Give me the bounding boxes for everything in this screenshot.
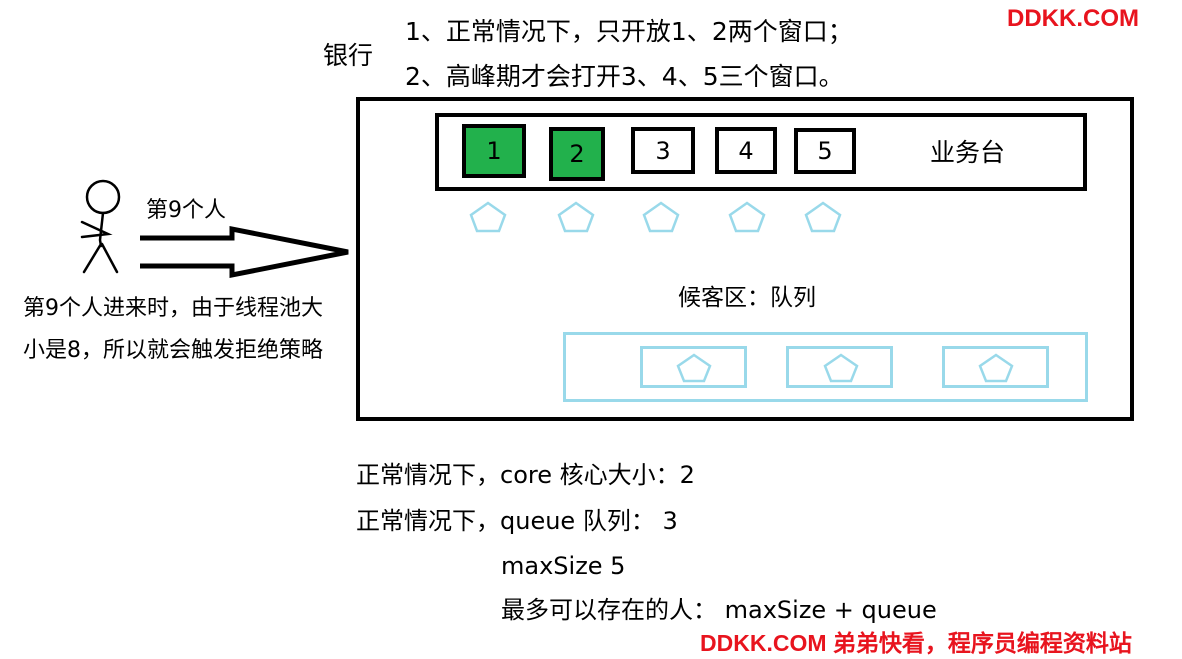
pentagon-icon	[642, 201, 680, 233]
note-core: 正常情况下，core 核心大小：2	[356, 461, 695, 489]
watermark-bottom: DDKK.COM 弟弟快看，程序员编程资料站	[700, 630, 1132, 656]
note-total: 最多可以存在的人： maxSize + queue	[501, 596, 937, 624]
rule-line-2: 2、高峰期才会打开3、4、5三个窗口。	[405, 62, 844, 91]
queue-slot-2	[786, 346, 893, 388]
service-window-5: 5	[794, 128, 856, 174]
counter-label: 业务台	[930, 138, 1006, 167]
note-max: maxSize 5	[501, 552, 626, 580]
service-window-1: 1	[462, 124, 526, 178]
waiting-area-label: 候客区：队列	[678, 285, 816, 311]
bank-label: 银行	[323, 41, 374, 70]
pentagon-icon	[978, 353, 1014, 383]
queue-slot-1	[640, 346, 747, 388]
service-window-2: 2	[549, 127, 605, 181]
pentagon-icon	[676, 353, 712, 383]
person-note-line-2: 小是8，所以就会触发拒绝策略	[23, 338, 323, 363]
pentagon-icon	[823, 353, 859, 383]
service-window-4: 4	[715, 127, 777, 174]
pentagon-icon	[469, 201, 507, 233]
pentagon-icon	[728, 201, 766, 233]
note-queue: 正常情况下，queue 队列： 3	[356, 507, 678, 535]
bank-box	[356, 97, 1134, 421]
person-icon	[80, 179, 121, 274]
queue-box	[563, 332, 1088, 402]
person-note-line-1: 第9个人进来时，由于线程池大	[23, 296, 323, 321]
rule-line-1: 1、正常情况下，只开放1、2两个窗口；	[405, 17, 853, 46]
watermark-top: DDKK.COM	[1007, 5, 1139, 32]
arrow-label: 第9个人	[146, 198, 226, 223]
service-window-3: 3	[631, 127, 695, 174]
pentagon-icon	[804, 201, 842, 233]
counter-box	[435, 113, 1087, 191]
arrow-right-icon	[140, 225, 349, 279]
pentagon-icon	[557, 201, 595, 233]
queue-slot-3	[942, 346, 1049, 388]
